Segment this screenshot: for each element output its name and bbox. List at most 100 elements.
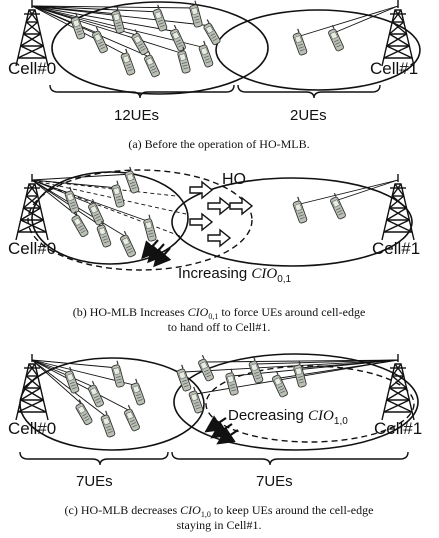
caption-c-line-1: (c) HO-MLB decreases CIO1,0 to keep UEs … [65, 503, 374, 519]
tower-frame [381, 9, 415, 67]
phone-keys [231, 389, 237, 392]
tower-brace [20, 45, 47, 59]
phone-antenna [297, 196, 300, 201]
tower-brace [383, 219, 410, 233]
phone-keys [298, 214, 304, 217]
phone-antenna [74, 211, 78, 216]
phone-antenna [182, 46, 185, 51]
ue-phone-icon [198, 40, 214, 68]
tower-brace [383, 45, 410, 59]
ue-count-brace-right [237, 84, 381, 99]
ue-count-left: 12UEs [114, 107, 159, 124]
phone-keys [116, 378, 122, 381]
phone-keys [181, 61, 187, 64]
phone-keys [183, 67, 189, 70]
phone-body [92, 30, 108, 54]
phone-keys [115, 21, 121, 24]
phone-antenna [193, 386, 196, 391]
caption-b-text-1: (b) HO-MLB Increases [73, 305, 188, 319]
tower-brace [23, 387, 44, 401]
phone-keys [107, 430, 113, 434]
cell-0-label: Cell#0 [8, 59, 56, 78]
tower-brace [391, 9, 402, 23]
tower-brace [22, 21, 39, 35]
phone-keys [277, 385, 283, 389]
radio-link [31, 5, 179, 33]
phone-antenna [69, 186, 72, 191]
phone-keys [279, 388, 285, 391]
ue-count-right: 7UEs [256, 473, 293, 490]
cio-subscript: 0,1 [277, 274, 291, 285]
cell-1-shrunk-coverage [205, 365, 415, 443]
tower-brace [388, 21, 405, 35]
phone-antenna [181, 364, 184, 369]
ue-phone-icon [177, 46, 191, 74]
radio-link [31, 5, 213, 27]
cell-0-expanded-coverage [27, 169, 253, 271]
tower-brace [383, 399, 410, 413]
ue-count-brace-left [49, 84, 235, 99]
cio-symbol: CIO [308, 408, 334, 424]
phone-keys [130, 184, 136, 187]
tower-brace [386, 387, 407, 401]
tower-brace [25, 363, 36, 377]
radio-link [255, 359, 399, 365]
ue-phone-icon [111, 180, 125, 208]
tower-frame [381, 183, 415, 241]
phone-keys [336, 44, 342, 48]
phone-keys [178, 44, 184, 48]
phone-screen [133, 35, 142, 44]
radio-link [335, 5, 399, 33]
ue-phone-icon [152, 4, 168, 32]
phone-body [131, 32, 149, 56]
ue-phone-icon [198, 354, 214, 382]
phone-antenna [194, 0, 197, 5]
phone-keys [71, 386, 77, 390]
phone-screen [125, 411, 134, 420]
ue-phone-icon [124, 404, 140, 432]
phone-antenna [206, 19, 210, 24]
cell-1-label: Cell#1 [374, 419, 422, 438]
handover-arrow [207, 228, 232, 248]
phone-antenna [127, 404, 131, 410]
tower-brace [386, 219, 413, 233]
tower-brace [386, 399, 413, 413]
cell-1-radio-links [299, 179, 399, 205]
phone-keys [229, 383, 235, 386]
phone-screen [294, 35, 303, 44]
phone-screen [179, 53, 187, 62]
phone-keys [147, 229, 153, 232]
phone-screen [331, 199, 340, 208]
caption-c-line-2: staying in Cell#1. [177, 518, 262, 532]
phone-keys [149, 235, 155, 238]
phone-keys [70, 204, 76, 207]
tower-brace [389, 207, 410, 221]
phone-antenna [173, 24, 177, 30]
phone-keys [96, 218, 102, 222]
phone-antenna [105, 410, 108, 415]
tower-brace [20, 399, 47, 413]
ue-phone-icon [130, 378, 146, 406]
phone-screen [113, 367, 121, 376]
decreasing-label-text: Decreasing [228, 407, 308, 424]
phone-keys [137, 398, 143, 402]
phone-screen [66, 193, 75, 202]
cell-1-tower-icon [381, 174, 415, 241]
tower-brace [23, 33, 44, 47]
phone-antenna [129, 166, 132, 171]
phone-keys [194, 18, 200, 21]
radio-link [337, 179, 399, 201]
ue-phone-icon [96, 220, 112, 248]
phone-keys [194, 404, 200, 407]
tower-brace [394, 363, 405, 377]
panel-c: Cell#0 Cell#1 Decreasing CIO1,0 7UEs 7UE… [8, 353, 422, 532]
phone-keys [78, 225, 83, 229]
phone-screen [145, 57, 154, 66]
handover-arrows [189, 180, 254, 248]
phone-screen [89, 387, 98, 396]
caption-a: (a) Before the operation of HO-MLB. [128, 137, 309, 151]
phone-antenna [230, 368, 233, 373]
radio-link [31, 359, 73, 375]
phone-keys [297, 211, 303, 215]
phone-keys [95, 398, 101, 401]
